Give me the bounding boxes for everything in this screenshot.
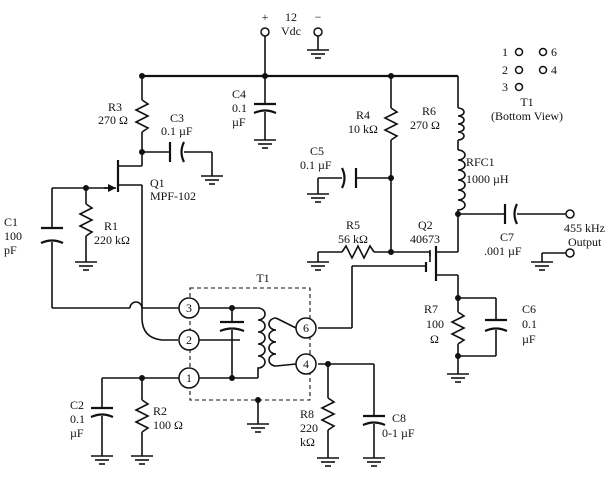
r1-name: R1 <box>104 219 118 233</box>
c4-value: 0.1 <box>232 101 247 115</box>
resistor-r8 <box>320 397 336 431</box>
component-labels: R3 270 Ω C3 0.1 µF C4 0.1 µF R4 10 kΩ R6… <box>4 87 605 449</box>
c3-name: C3 <box>170 111 184 125</box>
capacitor-c8 <box>362 414 386 427</box>
ground-symbols <box>75 49 553 467</box>
r7-unit: Ω <box>430 332 439 346</box>
c2-name: C2 <box>70 398 84 412</box>
resistor-r1 <box>78 203 94 237</box>
r5-value: 56 kΩ <box>338 232 368 246</box>
r8-unit: kΩ <box>300 435 315 449</box>
wiring <box>51 36 566 458</box>
legend-caption: (Bottom View) <box>491 109 563 123</box>
output-freq: 455 kHz <box>564 221 605 235</box>
legend-pin-3: 3 <box>502 80 508 94</box>
q2-name: Q2 <box>418 218 433 232</box>
resistor-r2 <box>134 399 150 433</box>
supply-plus: + <box>262 10 269 24</box>
c8-value: 0-1 µF <box>382 426 415 440</box>
c2-unit: µF <box>70 426 84 440</box>
r1-value: 220 kΩ <box>94 233 130 247</box>
c7-name: C7 <box>500 230 514 244</box>
transformer-t1: 3 2 1 6 4 T1 <box>178 271 317 401</box>
supply-minus: − <box>315 10 322 24</box>
r7-value: 100 <box>426 317 444 331</box>
r4-name: R4 <box>356 108 370 122</box>
r6-value: 270 Ω <box>410 118 440 132</box>
capacitor-c1 <box>40 226 64 245</box>
q2-part: 40673 <box>410 232 440 246</box>
c8-name: C8 <box>392 411 406 425</box>
c4-unit: µF <box>232 115 246 129</box>
capacitor-c2 <box>90 406 114 419</box>
rfc1-name: RFC1 <box>466 155 495 169</box>
resistor-r6 <box>457 107 465 141</box>
c3-value: 0.1 µF <box>161 124 193 138</box>
t1-pin-1: 1 <box>186 371 192 385</box>
capacitor-c6 <box>484 318 508 333</box>
legend-t1-name: T1 <box>520 95 533 109</box>
c4-name: C4 <box>232 87 246 101</box>
t1-pin-6: 6 <box>303 321 309 335</box>
legend-pin-4: 4 <box>551 63 557 77</box>
r2-name: R2 <box>153 404 167 418</box>
legend-pin-2: 2 <box>502 63 508 77</box>
t1-name: T1 <box>256 271 269 285</box>
c6-name: C6 <box>522 302 536 316</box>
resistor-r5 <box>341 244 375 260</box>
t1-pin-legend: 1 2 3 6 4 T1 (Bottom View) <box>491 45 563 123</box>
r4-value: 10 kΩ <box>348 122 378 136</box>
t1-pin-3: 3 <box>186 301 192 315</box>
c5-name: C5 <box>310 144 324 158</box>
c7-value: .001 µF <box>484 244 522 258</box>
r8-name: R8 <box>300 407 314 421</box>
c5-value: 0.1 µF <box>300 158 332 172</box>
legend-pin-1: 1 <box>502 45 508 59</box>
supply-volts: 12 <box>285 10 297 24</box>
output-label: Output <box>568 235 602 249</box>
transistor-q1 <box>104 160 120 192</box>
c1-unit: pF <box>4 243 17 257</box>
output-terminals <box>565 209 575 258</box>
capacitor-c4 <box>253 102 277 115</box>
r6-name: R6 <box>422 104 436 118</box>
transistor-q2 <box>424 246 438 281</box>
t1-pin-4: 4 <box>303 357 309 371</box>
c1-value: 100 <box>4 229 22 243</box>
t1-pin-2: 2 <box>186 333 192 347</box>
r3-value: 270 Ω <box>98 113 128 127</box>
t1-tuning-capacitor <box>219 308 245 378</box>
resistor-r3 <box>134 99 150 133</box>
legend-pin-6: 6 <box>551 45 557 59</box>
capacitor-c7 <box>503 203 518 225</box>
q1-part: MPF-102 <box>150 189 196 203</box>
r5-name: R5 <box>346 218 360 232</box>
q1-name: Q1 <box>150 176 165 190</box>
supply-unit: Vdc <box>281 24 301 38</box>
r2-value: 100 Ω <box>153 418 183 432</box>
c6-unit: µF <box>522 332 536 346</box>
r7-name: R7 <box>424 302 438 316</box>
supply-terminals: + − 12 Vdc <box>260 10 323 38</box>
resistor-r7 <box>450 311 466 345</box>
r3-name: R3 <box>108 100 122 114</box>
c6-value: 0.1 <box>522 317 537 331</box>
choke-rfc1 <box>457 149 466 212</box>
capacitor-c3 <box>168 141 185 163</box>
rfc1-value: 1000 µH <box>466 172 509 186</box>
resistor-r4 <box>383 107 399 141</box>
r8-value: 220 <box>300 421 318 435</box>
c2-value: 0.1 <box>70 412 85 426</box>
c1-name: C1 <box>4 215 18 229</box>
capacitor-c5 <box>341 167 358 189</box>
